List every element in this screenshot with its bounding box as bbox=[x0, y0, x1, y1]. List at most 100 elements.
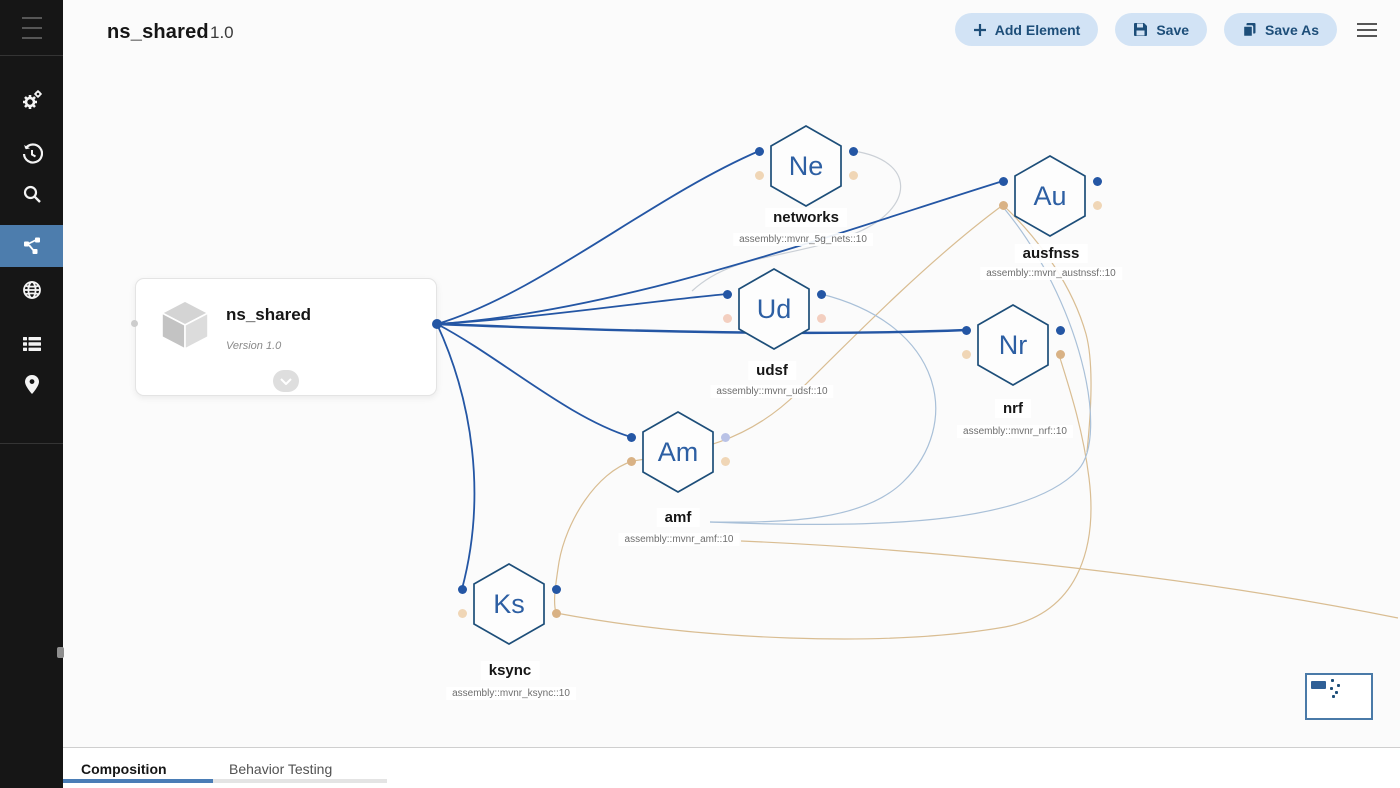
sidebar-item-settings[interactable] bbox=[0, 79, 63, 121]
node-udsf[interactable]: Ud bbox=[723, 268, 826, 350]
node-label: ksync bbox=[480, 661, 540, 680]
hexagon-shape bbox=[977, 304, 1049, 386]
bottom-tabbar: Composition Behavior Testing bbox=[63, 747, 1400, 788]
port[interactable] bbox=[849, 147, 858, 156]
sidebar-item-globe[interactable] bbox=[0, 269, 63, 311]
card-version-label: Version 1.0 bbox=[226, 340, 282, 352]
tab-active-underline bbox=[63, 779, 213, 783]
add-element-button[interactable]: Add Element bbox=[954, 13, 1099, 46]
node-ksync[interactable]: Ks bbox=[458, 563, 561, 645]
card-port-left[interactable] bbox=[131, 320, 138, 327]
node-abbr: Au bbox=[1033, 180, 1067, 211]
node-abbr: Ud bbox=[756, 293, 792, 324]
node-label: networks bbox=[765, 208, 847, 227]
port[interactable] bbox=[999, 201, 1008, 210]
port[interactable] bbox=[755, 147, 764, 156]
panel-resize-handle[interactable] bbox=[57, 647, 64, 658]
minimap-node-dot bbox=[1337, 684, 1340, 687]
save-button[interactable]: Save bbox=[1115, 13, 1208, 46]
node-label: nrf bbox=[995, 399, 1031, 418]
node-label: ausfnss bbox=[1014, 244, 1088, 263]
node-amf[interactable]: Am bbox=[627, 411, 730, 493]
minimap-node-dot bbox=[1335, 691, 1338, 694]
hexagon-shape bbox=[642, 411, 714, 493]
tab-composition[interactable]: Composition bbox=[81, 760, 167, 777]
port[interactable] bbox=[721, 457, 730, 466]
port[interactable] bbox=[723, 290, 732, 299]
tab-idle-underline bbox=[213, 779, 387, 783]
location-pin-icon bbox=[24, 374, 39, 394]
minimap-node-dot bbox=[1331, 679, 1334, 682]
node-ausfnss[interactable]: Au bbox=[999, 155, 1102, 237]
node-assembly: assembly::mvnr_5g_nets::10 bbox=[733, 233, 873, 246]
port[interactable] bbox=[755, 171, 764, 180]
cube-icon bbox=[160, 300, 210, 351]
port[interactable] bbox=[458, 585, 467, 594]
save-as-copy-icon bbox=[1242, 23, 1256, 37]
history-icon bbox=[22, 143, 43, 164]
card-title: ns_shared bbox=[226, 305, 312, 324]
node-assembly: assembly::mvnr_amf::10 bbox=[618, 533, 740, 546]
port[interactable] bbox=[723, 314, 732, 323]
card-expand-button[interactable] bbox=[273, 370, 299, 392]
toolbar: Add Element Save Save As bbox=[954, 13, 1380, 46]
port[interactable] bbox=[817, 314, 826, 323]
hexagon-shape bbox=[473, 563, 545, 645]
tab-behavior-testing[interactable]: Behavior Testing bbox=[229, 760, 333, 777]
port[interactable] bbox=[1056, 326, 1065, 335]
port[interactable] bbox=[999, 177, 1008, 186]
plus-icon bbox=[973, 23, 986, 36]
sidebar-menu-icon[interactable] bbox=[19, 15, 45, 41]
sidebar-item-data-list[interactable] bbox=[0, 323, 63, 365]
save-floppy-icon bbox=[1134, 23, 1148, 36]
minimap-node-dot bbox=[1330, 687, 1333, 690]
sidebar-item-topology[interactable] bbox=[0, 225, 63, 267]
ns-shared-card[interactable]: ns_shared Version 1.0 bbox=[135, 278, 437, 396]
chevron-down-icon bbox=[280, 377, 292, 385]
node-abbr: Ks bbox=[493, 588, 525, 619]
port[interactable] bbox=[817, 290, 826, 299]
search-icon bbox=[23, 185, 41, 203]
port[interactable] bbox=[552, 585, 561, 594]
hexagon-shape bbox=[770, 125, 842, 207]
save-as-button[interactable]: Save As bbox=[1224, 13, 1337, 46]
node-abbr: Nr bbox=[998, 329, 1028, 360]
node-networks[interactable]: Ne bbox=[755, 125, 858, 207]
port[interactable] bbox=[1093, 201, 1102, 210]
node-assembly: assembly::mvnr_austnssf::10 bbox=[980, 267, 1122, 280]
port[interactable] bbox=[627, 433, 636, 442]
node-assembly: assembly::mvnr_nrf::10 bbox=[957, 425, 1073, 438]
port[interactable] bbox=[627, 457, 636, 466]
minimap-node-dot bbox=[1332, 695, 1335, 698]
node-assembly: assembly::mvnr_udsf::10 bbox=[710, 385, 834, 398]
hexagon-shape bbox=[738, 268, 810, 350]
overflow-menu-icon[interactable] bbox=[1354, 17, 1380, 43]
port[interactable] bbox=[849, 171, 858, 180]
sidebar-item-history[interactable] bbox=[0, 133, 63, 175]
minimap[interactable] bbox=[1305, 673, 1373, 720]
hexagon-shape bbox=[1014, 155, 1086, 237]
port[interactable] bbox=[962, 326, 971, 335]
card-port-right[interactable] bbox=[432, 319, 442, 329]
left-sidebar bbox=[0, 0, 63, 788]
port[interactable] bbox=[1093, 177, 1102, 186]
node-nrf[interactable]: Nr bbox=[962, 304, 1065, 386]
globe-icon bbox=[22, 281, 41, 299]
port[interactable] bbox=[962, 350, 971, 359]
node-label: amf bbox=[656, 508, 700, 527]
node-abbr: Ne bbox=[788, 150, 824, 181]
node-abbr: Am bbox=[657, 436, 699, 467]
port[interactable] bbox=[1056, 350, 1065, 359]
node-assembly: assembly::mvnr_ksync::10 bbox=[446, 687, 576, 700]
port[interactable] bbox=[552, 609, 561, 618]
sidebar-item-search[interactable] bbox=[0, 173, 63, 215]
settings-gears-icon bbox=[22, 90, 42, 109]
sidebar-item-location[interactable] bbox=[0, 363, 63, 405]
minimap-card-marker bbox=[1311, 681, 1326, 689]
port[interactable] bbox=[458, 609, 467, 618]
port[interactable] bbox=[721, 433, 730, 442]
page-version: 1.0 bbox=[210, 23, 234, 42]
data-list-icon bbox=[22, 337, 41, 351]
node-label: udsf bbox=[748, 361, 796, 380]
